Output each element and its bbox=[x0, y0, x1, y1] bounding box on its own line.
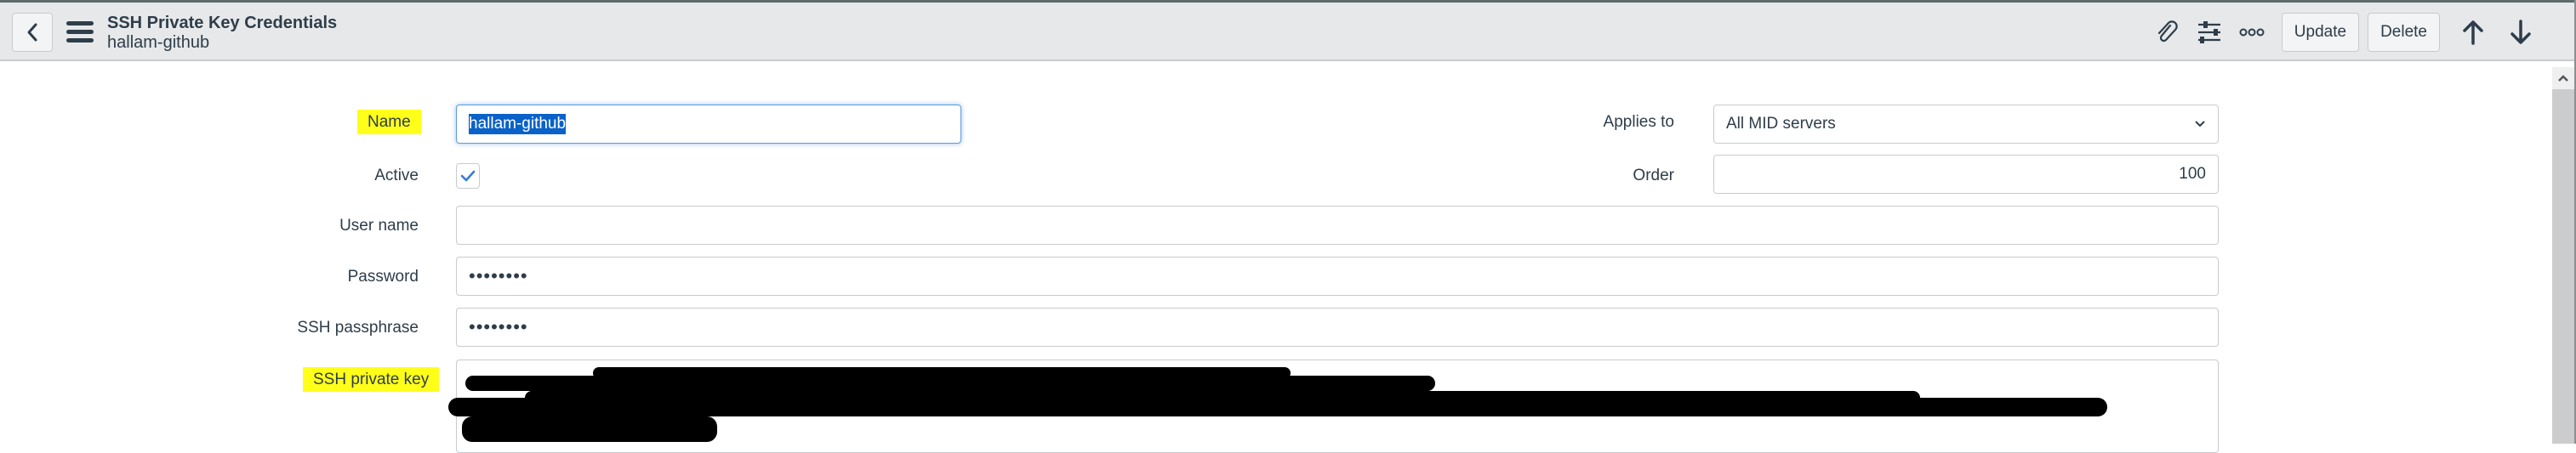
sliders-icon bbox=[2197, 21, 2220, 43]
order-value: 100 bbox=[2179, 165, 2206, 183]
password-input[interactable]: •••••••• bbox=[456, 257, 2219, 296]
form-header: SSH Private Key Credentials hallam-githu… bbox=[0, 0, 2576, 61]
previous-record-button[interactable] bbox=[2452, 13, 2494, 52]
ssh-passphrase-value: •••••••• bbox=[469, 316, 528, 337]
ssh-private-key-label-text: SSH private key bbox=[303, 367, 440, 392]
active-label: Active bbox=[374, 167, 419, 184]
name-input-value: hallam-github bbox=[469, 114, 567, 134]
form-toolbar: Update Delete bbox=[2146, 11, 2542, 54]
page-title: SSH Private Key Credentials hallam-githu… bbox=[107, 13, 337, 52]
record-table-title: SSH Private Key Credentials bbox=[107, 14, 338, 32]
personalize-form-button[interactable] bbox=[2188, 13, 2231, 52]
chevron-left-icon bbox=[27, 23, 37, 42]
name-label-text: Name bbox=[357, 110, 421, 134]
redaction-mark bbox=[525, 391, 1920, 405]
order-input[interactable]: 100 bbox=[1713, 155, 2219, 194]
applies-to-label: Applies to bbox=[1603, 113, 1674, 131]
user-name-input[interactable] bbox=[456, 206, 2219, 245]
checkmark-icon bbox=[460, 170, 476, 182]
ssh-private-key-label: SSH private key bbox=[303, 367, 440, 392]
paperclip-icon bbox=[2157, 20, 2178, 42]
back-button[interactable] bbox=[12, 13, 53, 52]
attachment-button[interactable] bbox=[2146, 13, 2188, 52]
ssh-passphrase-input[interactable]: •••••••• bbox=[456, 308, 2219, 347]
order-label: Order bbox=[1633, 167, 1674, 184]
ssh-private-key-textarea[interactable] bbox=[448, 360, 2219, 453]
ssh-passphrase-label: SSH passphrase bbox=[297, 319, 419, 337]
vertical-scrollbar[interactable] bbox=[2552, 67, 2574, 444]
chevron-up-icon bbox=[2558, 75, 2568, 82]
arrow-up-icon bbox=[2463, 20, 2483, 45]
chevron-down-icon bbox=[2195, 121, 2205, 127]
password-value: •••••••• bbox=[469, 265, 528, 286]
user-name-label: User name bbox=[339, 217, 419, 235]
active-checkbox[interactable] bbox=[456, 163, 480, 189]
redaction-mark bbox=[593, 367, 1291, 379]
delete-button[interactable]: Delete bbox=[2368, 13, 2440, 52]
more-options-icon bbox=[2239, 28, 2265, 37]
arrow-down-icon bbox=[2510, 20, 2531, 44]
name-label: Name bbox=[357, 110, 421, 134]
redaction-mark bbox=[462, 416, 717, 442]
name-input[interactable]: hallam-github bbox=[456, 105, 961, 144]
more-options-button[interactable] bbox=[2231, 13, 2273, 52]
update-button[interactable]: Update bbox=[2281, 13, 2360, 52]
scroll-up-button[interactable] bbox=[2552, 67, 2574, 89]
redaction-mark bbox=[465, 376, 1435, 391]
hamburger-menu-icon[interactable] bbox=[66, 21, 94, 43]
applies-to-select[interactable]: All MID servers bbox=[1713, 105, 2219, 144]
password-label: Password bbox=[347, 268, 419, 286]
window-edge bbox=[2574, 0, 2576, 444]
next-record-button[interactable] bbox=[2499, 13, 2542, 52]
record-display-name: hallam-github bbox=[107, 33, 210, 52]
applies-to-value: All MID servers bbox=[1726, 115, 1836, 133]
